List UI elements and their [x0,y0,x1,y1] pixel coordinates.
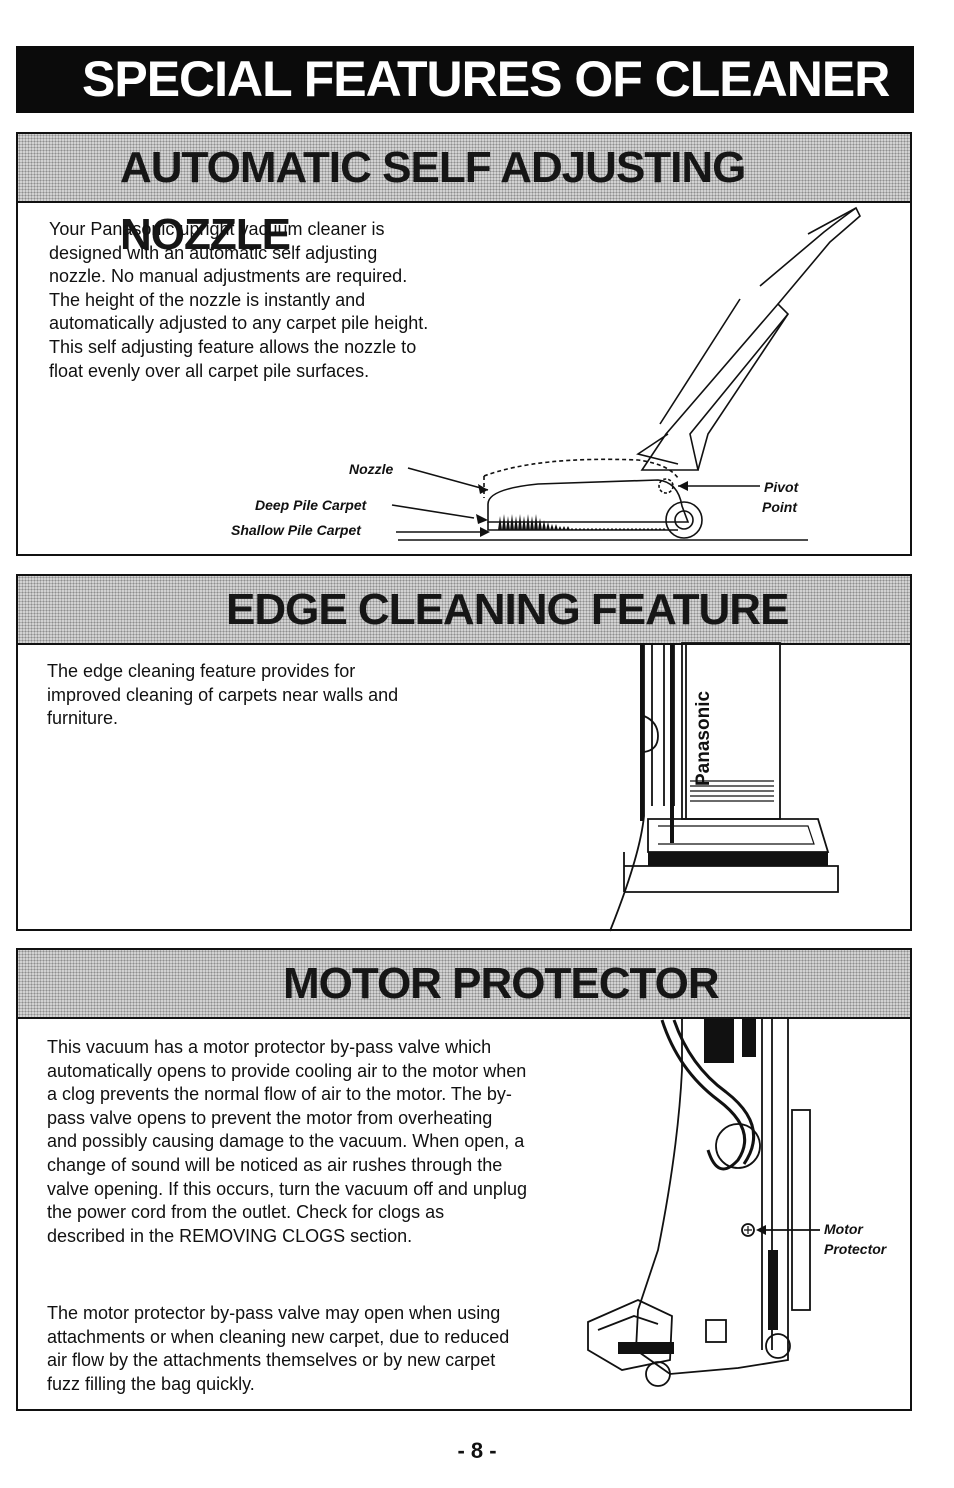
motor-label: Motor [824,1221,863,1237]
edge-cleaning-section-heading: EDGE CLEANING FEATURE [226,585,789,634]
upright-vacuum-side-illustration [391,206,861,541]
edge-cleaning-description: The edge cleaning feature provides for i… [47,661,399,729]
vacuum-front-edge-illustration [609,642,839,932]
nozzle-label: Nozzle [349,461,394,477]
panasonic-brand-logo: Panasonic [693,690,714,786]
shallow-pile-carpet-label: Shallow Pile Carpet [231,522,361,538]
vacuum-rear-motor-illustration [587,1017,820,1387]
motor-protector-section-heading: MOTOR PROTECTOR [283,959,720,1008]
motor-protector-section-header: MOTOR PROTECTOR [18,950,910,1019]
edge-cleaning-section: EDGE CLEANING FEATURE The edge cleaning … [16,574,912,932]
protector-label: Protector [824,1241,887,1257]
motor-protector-description: This vacuum has a motor protector by-pas… [47,1037,527,1246]
nozzle-section: AUTOMATIC SELF ADJUSTING NOZZLE Your Pan… [16,132,912,556]
deep-pile-carpet-label: Deep Pile Carpet [255,497,367,513]
nozzle-section-header: AUTOMATIC SELF ADJUSTING NOZZLE [18,134,910,259]
motor-protector-section: MOTOR PROTECTOR This vacuum has a motor … [16,948,912,1411]
pivot-label: Pivot [764,479,799,495]
page-title: SPECIAL FEATURES OF CLEANER [16,46,914,113]
page-number: - 8 - [457,1438,497,1463]
point-label: Point [762,499,797,515]
nozzle-description: Your Panasonic upright vacuum cleaner is… [49,219,429,381]
edge-cleaning-section-header: EDGE CLEANING FEATURE [18,576,910,645]
nozzle-section-heading: AUTOMATIC SELF ADJUSTING NOZZLE [120,143,746,259]
motor-protector-note: The motor protector by-pass valve may op… [47,1303,510,1394]
